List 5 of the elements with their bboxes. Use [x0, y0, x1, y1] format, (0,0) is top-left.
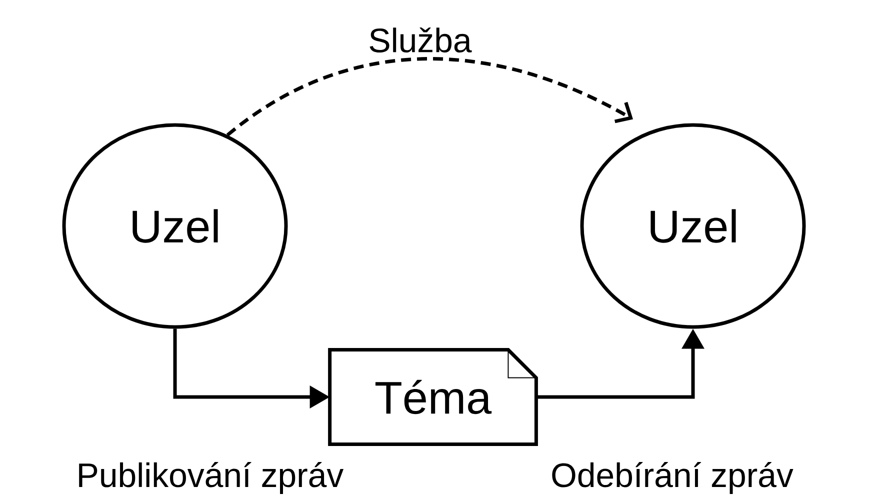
edge-label: Publikování zpráv	[79, 462, 344, 494]
document-box: Téma	[328, 348, 538, 446]
edge-label: Služba	[370, 28, 472, 52]
dashed-arrow	[226, 57, 633, 136]
edge-label: Odebírání zpráv	[552, 462, 794, 494]
